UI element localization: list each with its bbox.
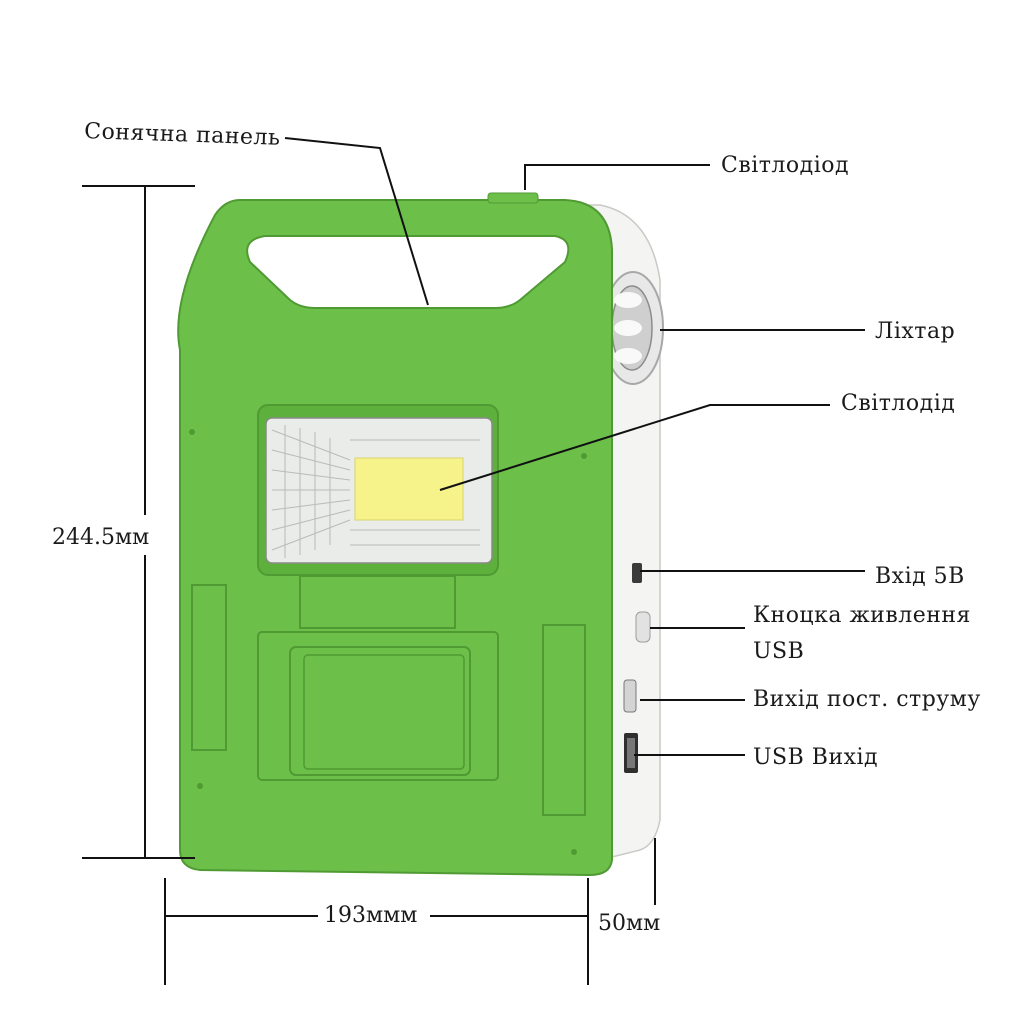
label-usb-power-button: Кноцка живлення bbox=[753, 603, 971, 628]
label-input-5v: Вхід 5В bbox=[875, 564, 965, 589]
usb-power-button bbox=[635, 611, 651, 643]
label-flashlight: Ліхтар bbox=[875, 319, 955, 344]
label-led-top: Світлодіод bbox=[721, 153, 849, 178]
dimension-depth: 50мм bbox=[598, 911, 660, 936]
label-usb-output: USB Вихід bbox=[753, 745, 878, 770]
flashlight-icon bbox=[602, 271, 664, 385]
label-solar-panel: Сонячна панель bbox=[84, 119, 281, 151]
dimension-height: 244.5мм bbox=[52, 525, 149, 550]
label-led-panel: Світлодід bbox=[841, 391, 955, 416]
label-dc-output: Вихід пост. струму bbox=[753, 687, 981, 712]
top-led-nub bbox=[487, 192, 539, 204]
label-usb-power-button-usb: USB bbox=[753, 639, 804, 664]
dc-output-port bbox=[623, 679, 637, 713]
cob-led-panel bbox=[257, 404, 499, 576]
dimension-lines bbox=[82, 185, 656, 985]
dimension-width: 193ммм bbox=[324, 903, 417, 928]
leader-lines bbox=[284, 137, 865, 756]
input-5v-port bbox=[632, 563, 642, 583]
device-body bbox=[177, 192, 613, 877]
